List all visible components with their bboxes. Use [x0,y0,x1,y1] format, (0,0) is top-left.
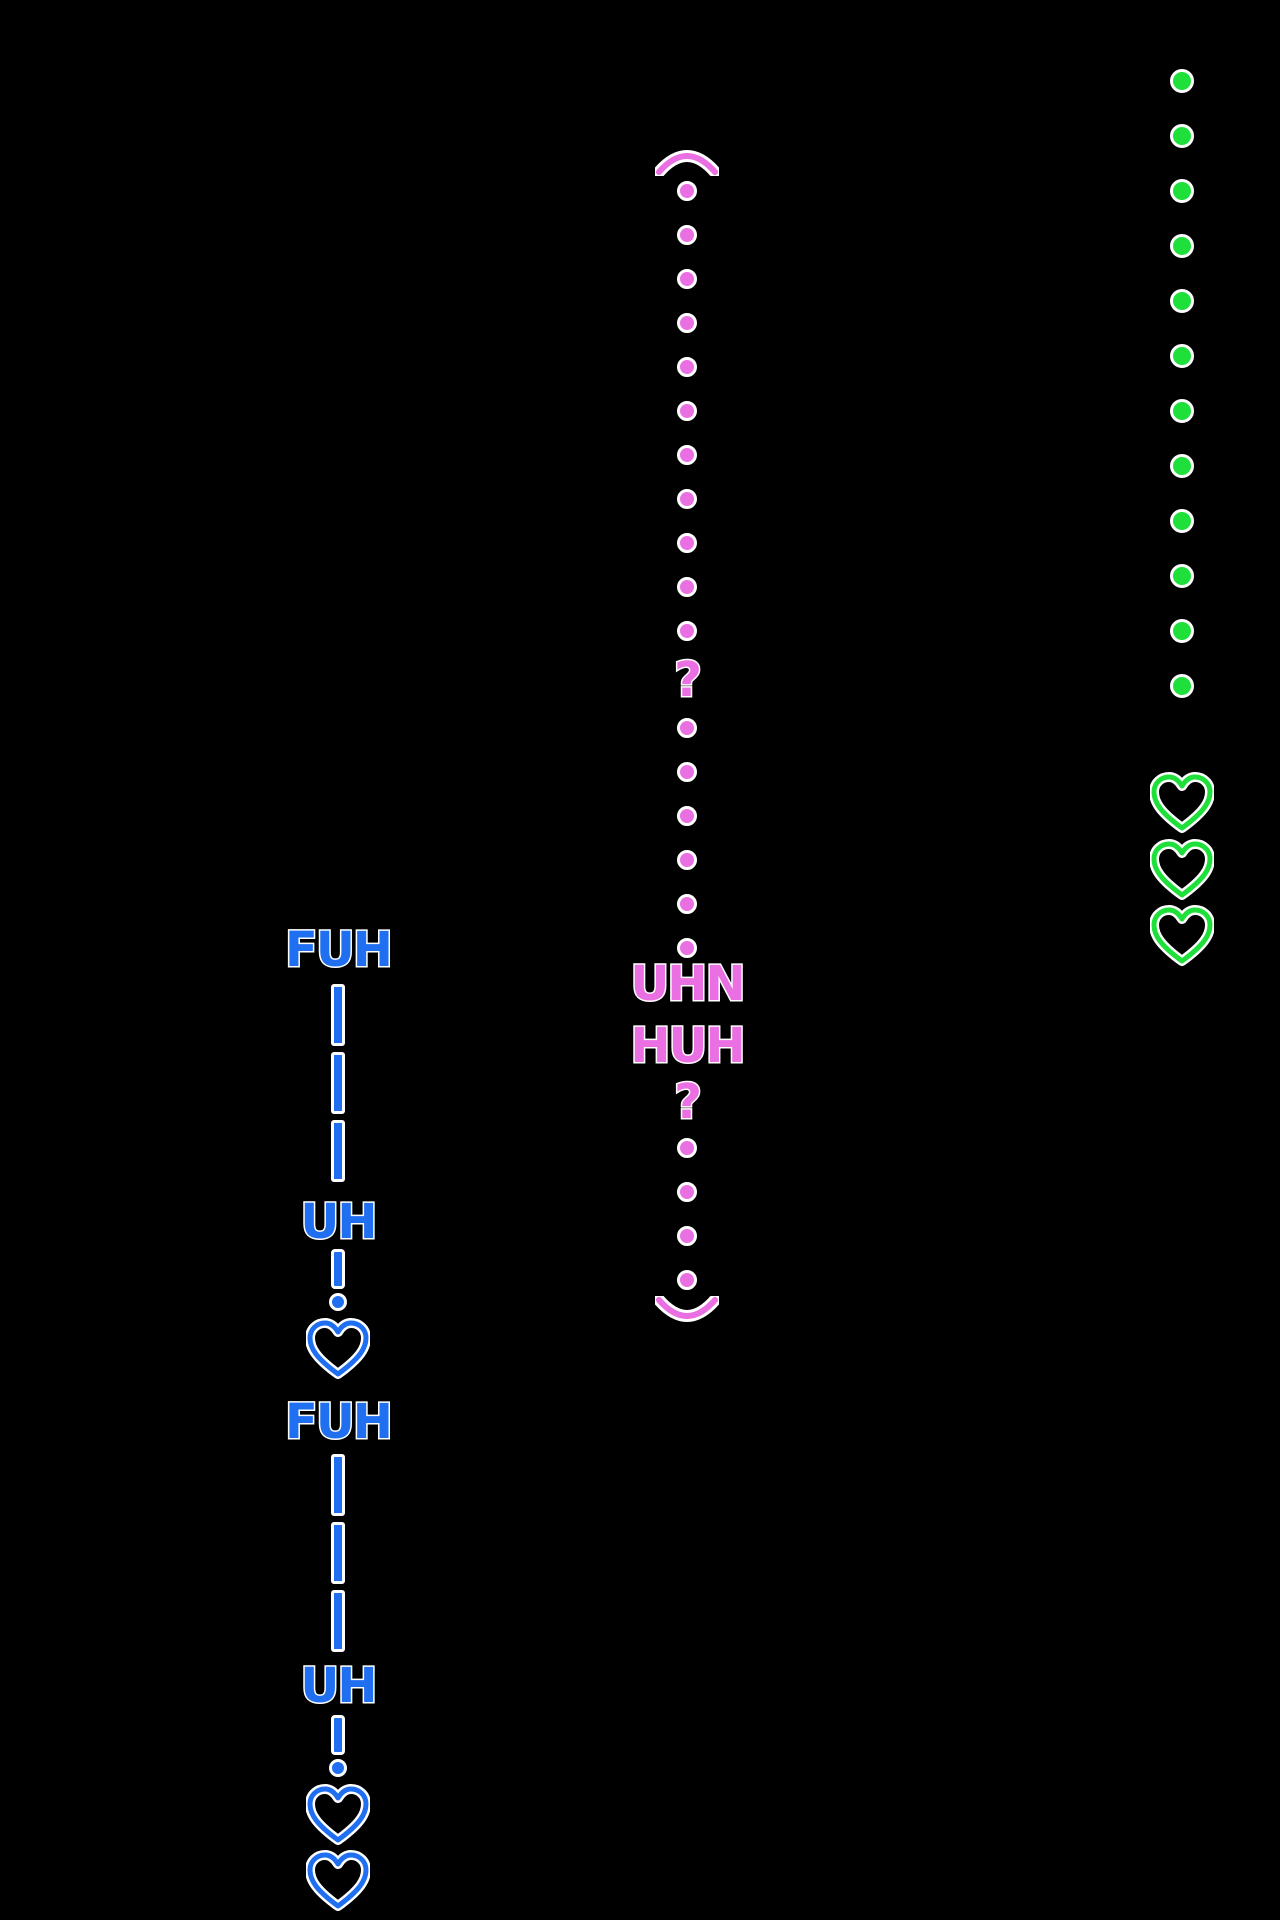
dot-icon [607,938,767,958]
pink-sound-effect-column: ? UHN HUH ? [607,0,767,1920]
dot-icon [1102,289,1262,313]
dot-icon [1102,179,1262,203]
dot-icon [607,401,767,421]
dot-icon [607,850,767,870]
dot-icon [1102,344,1262,368]
dot-icon [607,1138,767,1158]
dot-icon [1102,234,1262,258]
green-sound-effect-column [1102,0,1262,1920]
dot-icon [607,806,767,826]
dot-icon [607,1270,767,1290]
dot-icon [1102,674,1262,698]
dot-icon [607,269,767,289]
dot-icon [607,621,767,641]
sound-word-fuh: FUH [284,922,395,978]
elongation-bar [258,1590,418,1652]
blue-sound-effect-column: FUH UH FUH UH [258,0,418,1920]
heart-outline-icon [258,1782,418,1846]
dot-icon [1102,69,1262,93]
heart-outline-icon [1102,837,1262,901]
dot-icon [607,533,767,553]
elongation-bar [258,1454,418,1516]
elongation-bar [258,1052,418,1114]
dot-icon [1102,564,1262,588]
dot-icon [1102,509,1262,533]
heart-outline-icon [1102,903,1262,967]
dot-icon [607,445,767,465]
dot-icon [607,1226,767,1246]
dot-icon [607,313,767,333]
dot-icon [607,225,767,245]
exclamation-mark [258,1714,418,1778]
question-mark: ? [673,652,704,708]
sound-word-fuh: FUH [284,1394,395,1450]
dot-icon [607,1182,767,1202]
heart-outline-icon [258,1316,418,1380]
elongation-bar [258,1522,418,1584]
dot-icon [1102,399,1262,423]
elongation-bar [258,984,418,1046]
question-mark: ? [673,1074,704,1130]
exclamation-mark [258,1248,418,1312]
sound-word-huh: HUH [629,1018,747,1074]
heart-outline-icon [258,1848,418,1912]
dot-icon [1102,454,1262,478]
dot-icon [607,894,767,914]
heart-outline-icon [1102,770,1262,834]
sound-word-uh: UH [299,1658,379,1714]
dot-icon [607,181,767,201]
dot-icon [607,489,767,509]
close-paren-icon [607,1296,767,1326]
elongation-bar [258,1120,418,1182]
dot-icon [607,762,767,782]
sound-word-uhn: UHN [629,956,747,1012]
dot-icon [1102,619,1262,643]
sound-word-uh: UH [299,1194,379,1250]
dot-icon [607,718,767,738]
open-paren-icon [607,146,767,176]
dot-icon [607,357,767,377]
dot-icon [1102,124,1262,148]
dot-icon [607,577,767,597]
